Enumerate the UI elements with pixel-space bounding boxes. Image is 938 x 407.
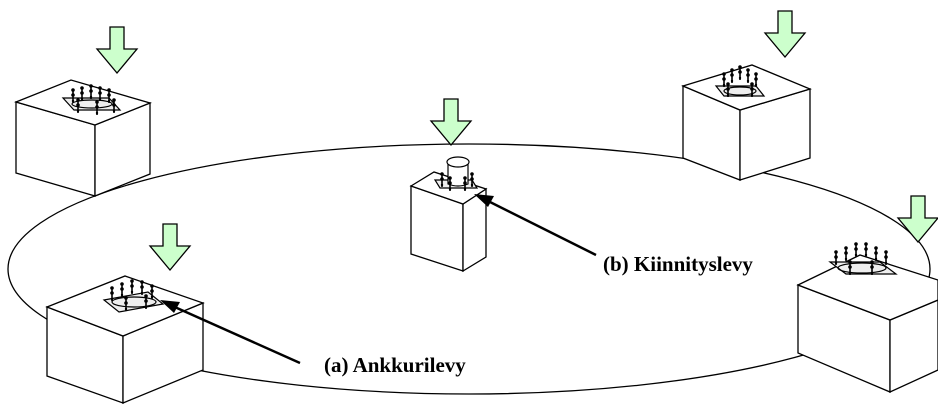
down-arrow-icon [430,98,472,146]
ellipse-ring [7,143,931,395]
leader-arrow-a [160,300,301,365]
foundation-block-right [796,241,938,394]
down-arrow-icon [764,10,806,58]
bolt-icon [873,245,879,262]
foundation-block-bottom-left [45,275,205,404]
mounting-plate-center [433,156,479,192]
bolt-icon [853,241,859,258]
mounting-plate-label: (b) Kiinnityslevy [603,252,753,276]
leader-arrow-b [474,194,597,257]
foundation-block-top-right [681,64,812,181]
anchor-plate-right [828,241,898,276]
anchor-plate-top-right [714,64,766,98]
anchor-plate-top-left [61,83,122,116]
down-arrow-icon [897,195,938,243]
foundation-block-center [409,156,488,273]
down-arrow-icon [96,26,138,74]
bolt-icon [863,241,869,258]
bolt-icon [843,245,849,262]
anchor-plate-label: (a) Ankkurilevy [324,353,466,377]
down-arrow-icon [149,223,191,271]
anchor-plate-bottom-left [102,278,165,313]
foundation-block-top-left [14,79,152,197]
